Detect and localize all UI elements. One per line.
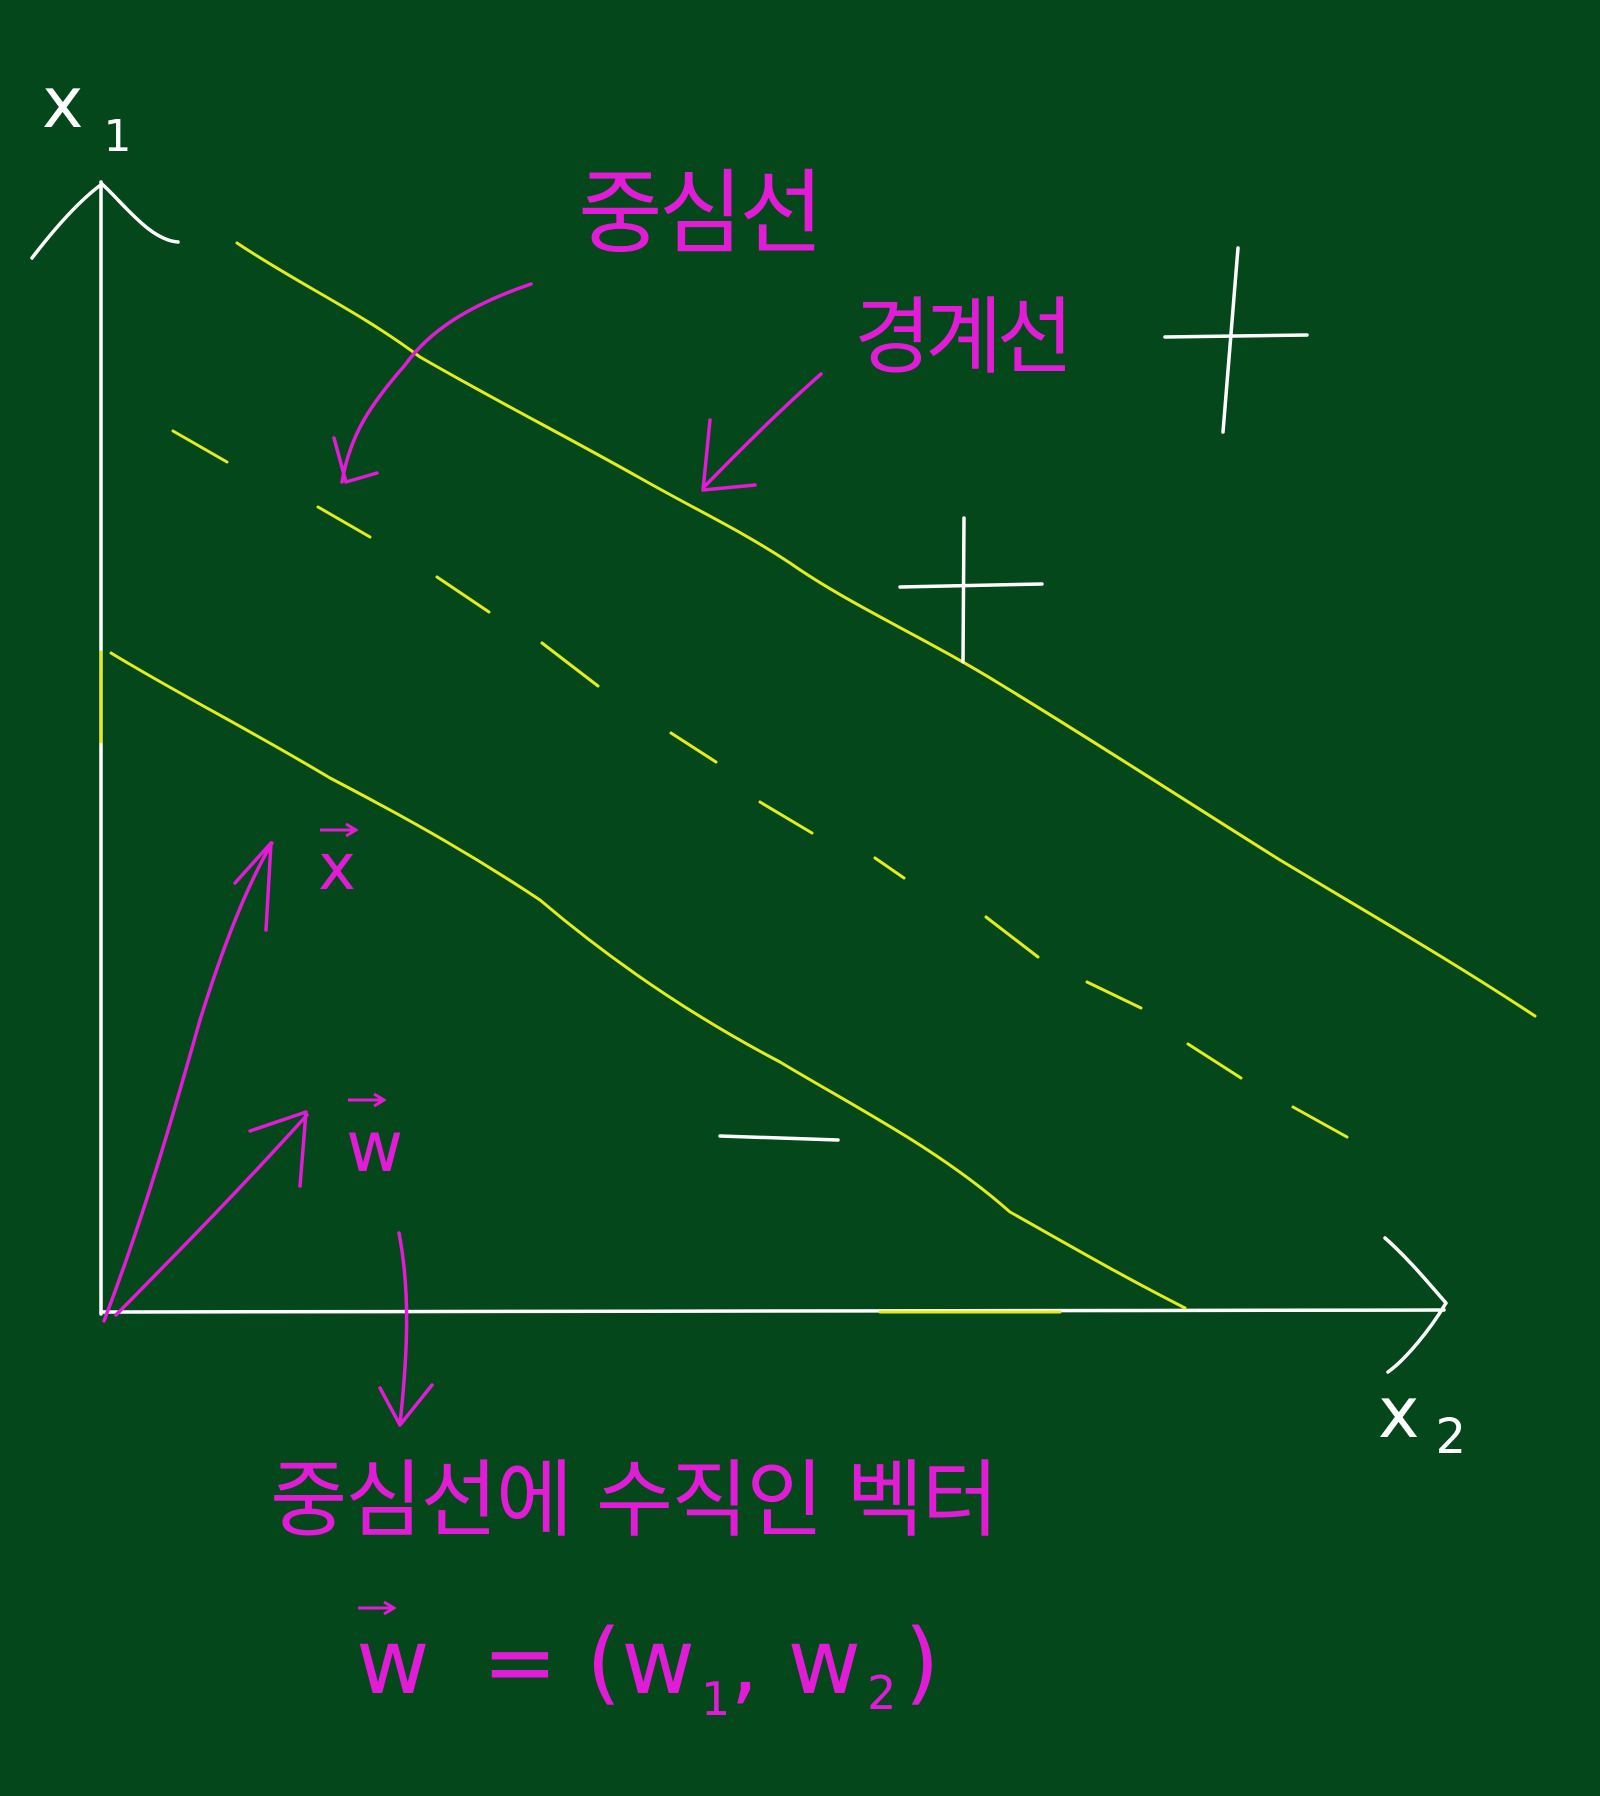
perpendicular-note-arrow <box>378 1231 434 1427</box>
center-dashed-line <box>171 429 1349 1139</box>
center-line-label: 중심선 <box>578 160 824 267</box>
plus-region-middle <box>898 516 1044 664</box>
vector-x-label: x <box>318 822 358 900</box>
perpendicular-vector-note: 중심선에 수직인 벡터 <box>270 1451 999 1549</box>
vector-w-overarrow-icon <box>348 1092 386 1108</box>
x1-axis-subscript: 1 <box>103 111 132 162</box>
minus-region-mark <box>718 1134 840 1142</box>
x2-axis-subscript: 2 <box>1435 1409 1466 1465</box>
x2-axis-line <box>99 1308 1446 1314</box>
formula-vector-letter: w <box>356 1610 430 1715</box>
center-line-pointer-arrow <box>332 282 533 484</box>
boundary-line-label: 경계선 <box>854 288 1074 386</box>
vector-w-label: w <box>346 1092 403 1182</box>
formula-rhs: = (w <box>482 1610 695 1715</box>
boundary-line-pointer-arrow <box>701 372 823 492</box>
formula-subscript-2: 2 <box>867 1666 897 1720</box>
x1-axis-letter: x <box>42 62 84 144</box>
formula-separator: , w <box>730 1610 862 1715</box>
vector-w-arrow <box>114 1110 309 1317</box>
vector-w-letter: w <box>346 1106 404 1188</box>
formula-close-paren: ) <box>904 1610 940 1715</box>
vector-x-arrow <box>102 841 274 1323</box>
axes <box>30 180 1448 1374</box>
formula-overarrow-icon <box>358 1600 396 1616</box>
lower-boundary-line <box>109 651 1187 1310</box>
vector-w-symbol: w <box>346 1092 403 1182</box>
x2-axis-arrowhead <box>1383 1236 1448 1374</box>
plus-region-upper <box>1163 246 1309 434</box>
upper-boundary-line <box>235 241 1537 1018</box>
x2-axis-letter: x <box>1378 1372 1420 1454</box>
vector-x-letter: x <box>318 831 356 905</box>
formula-subscript-1: 1 <box>700 1672 731 1726</box>
formula-vector-symbol: w <box>356 1600 430 1708</box>
x1-axis-arrowhead <box>30 182 180 260</box>
vector-x-overarrow-icon <box>320 822 358 838</box>
vector-x-symbol: x <box>318 822 358 900</box>
